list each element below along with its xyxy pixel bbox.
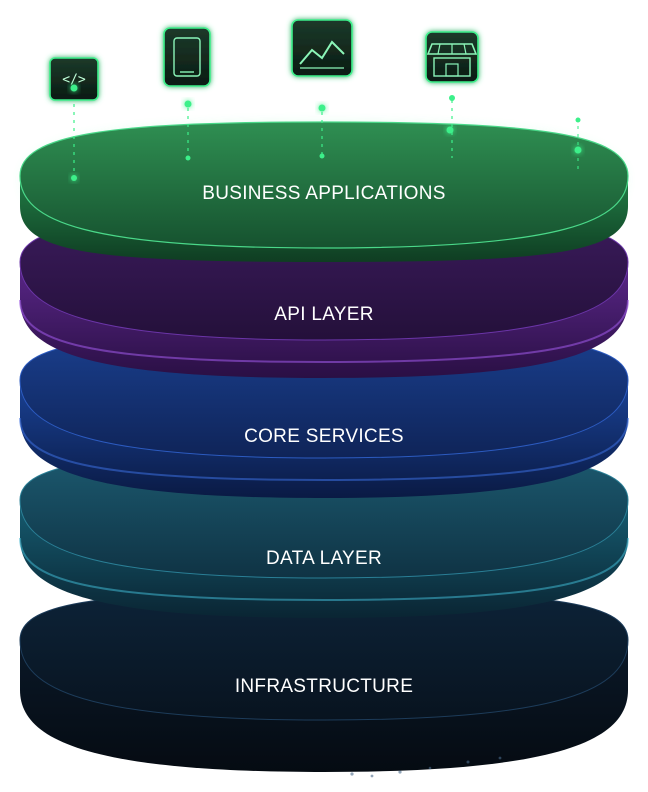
layer-api-rim	[19, 299, 629, 364]
layer-business-top	[19, 121, 629, 249]
chart-icon	[291, 19, 353, 159]
layer-infrastructure: INFRASTRUCTURE	[19, 591, 629, 772]
layer-business-label: BUSINESS APPLICATIONS	[202, 183, 446, 204]
layer-data-label: DATA LAYER	[266, 548, 382, 569]
layer-data-rim	[19, 537, 629, 602]
svg-text:</>: </>	[62, 73, 86, 88]
mobile-app-icon	[163, 27, 211, 161]
layer-business-applications: BUSINESS APPLICATIONS	[19, 121, 629, 262]
layer-infrastructure-label: INFRASTRUCTURE	[235, 676, 413, 697]
storefront-icon	[425, 31, 479, 158]
layer-core-rim	[19, 417, 629, 482]
layer-core-label: CORE SERVICES	[244, 426, 404, 447]
ground-glow	[350, 756, 502, 778]
app-icons: </>	[49, 19, 598, 181]
layer-api-label: API LAYER	[274, 304, 374, 325]
code-icon: </>	[49, 57, 99, 181]
workflow-icon	[552, 49, 598, 172]
